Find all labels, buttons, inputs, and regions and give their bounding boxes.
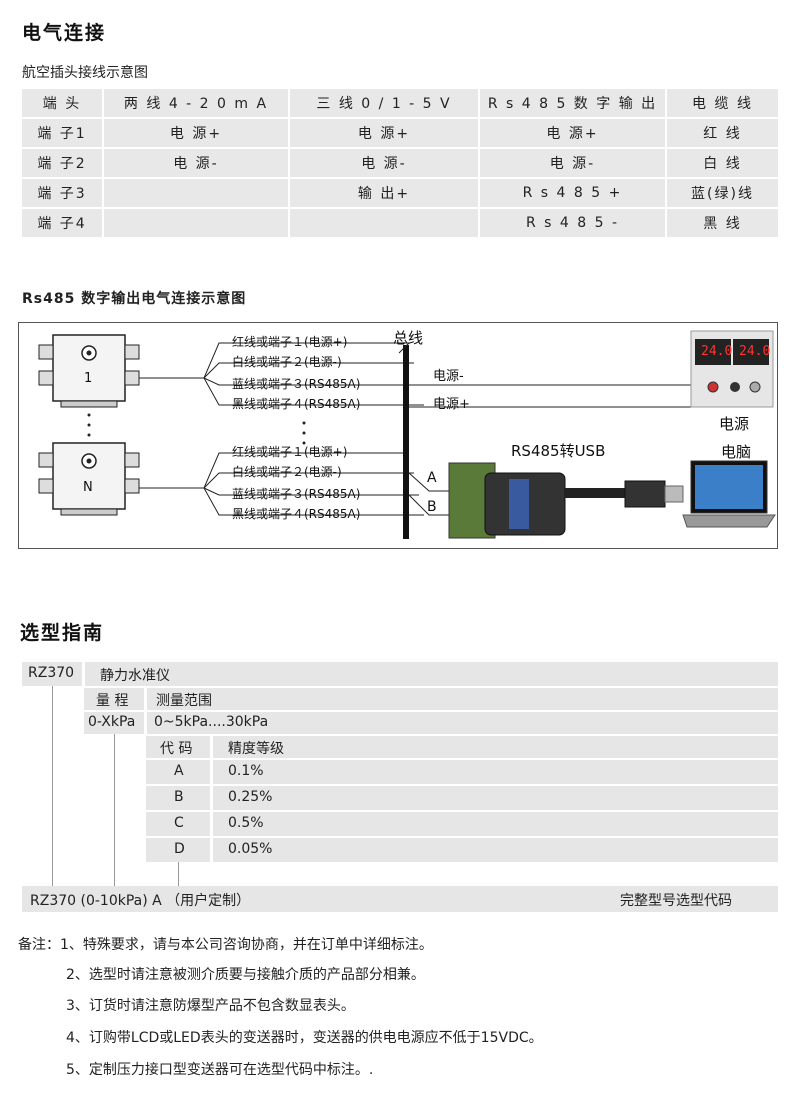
table-row: 端 子1 电 源+ 电 源+ 电 源+ 红 线 <box>22 119 778 147</box>
power-supply-label: 电源 <box>719 415 750 433</box>
note-item: 2、选型时请注意被测介质要与接触介质的产品部分相兼。 <box>66 967 425 983</box>
line-a-label: A <box>427 470 437 486</box>
code-header-description: 精度等级 <box>228 741 284 757</box>
note-item: 3、订货时请注意防爆型产品不包含数显表头。 <box>66 998 355 1014</box>
rs485-wiring-diagram: 1 N 红线或端子１(电源+) 白线或端子２(电源-) 蓝线或端子３(RS485… <box>18 322 778 549</box>
accuracy-value: 0.25% <box>228 789 273 805</box>
example-description: 完整型号选型代码 <box>620 893 732 909</box>
bus-bar <box>403 345 409 539</box>
power-plus-label: 电源+ <box>433 397 470 412</box>
model-description: 静力水准仪 <box>100 668 170 684</box>
wire-label: 红线或端子１(电源+) <box>232 445 348 459</box>
device-1-label: 1 <box>84 371 93 386</box>
code-header: 代 码 <box>160 741 193 757</box>
wiring-diagram-subtitle: 航空插头接线示意图 <box>22 65 148 81</box>
accuracy-code: C <box>174 815 184 831</box>
table-cell: 电 源- <box>480 149 667 177</box>
table-cell: 电 缆 线 <box>667 89 778 117</box>
table-cell: 电 源+ <box>480 119 667 147</box>
table-row: 端 子2 电 源- 电 源- 电 源- 白 线 <box>22 149 778 177</box>
accuracy-value: 0.5% <box>228 815 264 831</box>
table-cell: 端 子3 <box>22 179 104 207</box>
wire-label: 白线或端子２(电源-) <box>232 465 342 479</box>
sensor-device-n <box>38 442 140 516</box>
table-cell: 电 源- <box>290 149 480 177</box>
table-cell: R s 4 8 5 - <box>480 209 667 237</box>
table-cell <box>104 209 290 237</box>
table-cell: 端 子1 <box>22 119 104 147</box>
table-cell <box>290 209 480 237</box>
power-supply <box>690 330 774 408</box>
accuracy-value: 0.1% <box>228 763 264 779</box>
accuracy-code: B <box>174 789 184 805</box>
wiring-table: 端 头 两 线 4 - 2 0 m A 三 线 0 / 1 - 5 V R s … <box>22 87 778 239</box>
wire-label: 白线或端子２(电源-) <box>232 355 342 369</box>
table-cell: 蓝(绿)线 <box>667 179 778 207</box>
range-description: 0~5kPa....30kPa <box>154 714 269 730</box>
range-header-description: 测量范围 <box>156 693 212 709</box>
sensor-device-1 <box>38 334 140 408</box>
line-b-label: B <box>427 499 437 515</box>
table-cell: 红 线 <box>667 119 778 147</box>
model-code: RZ370 <box>28 665 75 681</box>
table-cell: 输 出+ <box>290 179 480 207</box>
psu-display-voltage: 24.0 <box>701 344 733 359</box>
table-cell: 白 线 <box>667 149 778 177</box>
wire-label: 黑线或端子４(RS485A) <box>232 507 361 521</box>
range-code: 0-XkPa <box>88 714 136 730</box>
note-item: 4、订购带LCD或LED表头的变送器时，变送器的供电电源应不低于15VDC。 <box>66 1030 543 1046</box>
note-item: 备注：1、特殊要求，请与本公司咨询协商，并在订单中详细标注。 <box>18 937 433 953</box>
section-title-electrical: 电气连接 <box>22 22 107 44</box>
table-cell: 端 子2 <box>22 149 104 177</box>
accuracy-code: D <box>174 841 185 857</box>
bus-label: 总线 <box>393 329 424 347</box>
range-header: 量 程 <box>96 693 129 709</box>
rs485-diagram-title: Rs485 数字输出电气连接示意图 <box>22 291 247 307</box>
table-cell: 两 线 4 - 2 0 m A <box>104 89 290 117</box>
diagram-graphics <box>38 330 776 539</box>
wire-label: 蓝线或端子３(RS485A) <box>232 377 361 391</box>
accuracy-value: 0.05% <box>228 841 273 857</box>
wire-label: 蓝线或端子３(RS485A) <box>232 487 361 501</box>
power-minus-label: 电源- <box>433 369 464 384</box>
accuracy-code: A <box>174 763 184 779</box>
laptop-computer <box>682 460 776 528</box>
converter-label: RS485转USB <box>511 442 606 460</box>
table-cell: 黑 线 <box>667 209 778 237</box>
table-cell: 电 源+ <box>104 119 290 147</box>
psu-display-current: 24.0 <box>739 344 771 359</box>
table-cell: R s 4 8 5 + <box>480 179 667 207</box>
device-n-label: N <box>83 480 93 495</box>
rs485-usb-converter <box>448 462 684 539</box>
table-cell <box>104 179 290 207</box>
table-cell: 三 线 0 / 1 - 5 V <box>290 89 480 117</box>
pc-label: 电脑 <box>721 443 752 461</box>
table-cell: 电 源+ <box>290 119 480 147</box>
table-row: 端 子4 R s 4 8 5 - 黑 线 <box>22 209 778 237</box>
section-title-selection: 选型指南 <box>20 622 105 644</box>
table-row: 端 头 两 线 4 - 2 0 m A 三 线 0 / 1 - 5 V R s … <box>22 89 778 117</box>
example-model-code: RZ370 (0-10kPa) A （用户定制） <box>30 893 251 909</box>
wire-label: 红线或端子１(电源+) <box>232 335 348 349</box>
note-item: 5、定制压力接口型变送器可在选型代码中标注。. <box>66 1062 374 1078</box>
table-cell: 端 子4 <box>22 209 104 237</box>
table-cell: 电 源- <box>104 149 290 177</box>
table-row: 端 子3 输 出+ R s 4 8 5 + 蓝(绿)线 <box>22 179 778 207</box>
wire-label: 黑线或端子４(RS485A) <box>232 397 361 411</box>
table-cell: 端 头 <box>22 89 104 117</box>
table-cell: R s 4 8 5 数 字 输 出 <box>480 89 667 117</box>
